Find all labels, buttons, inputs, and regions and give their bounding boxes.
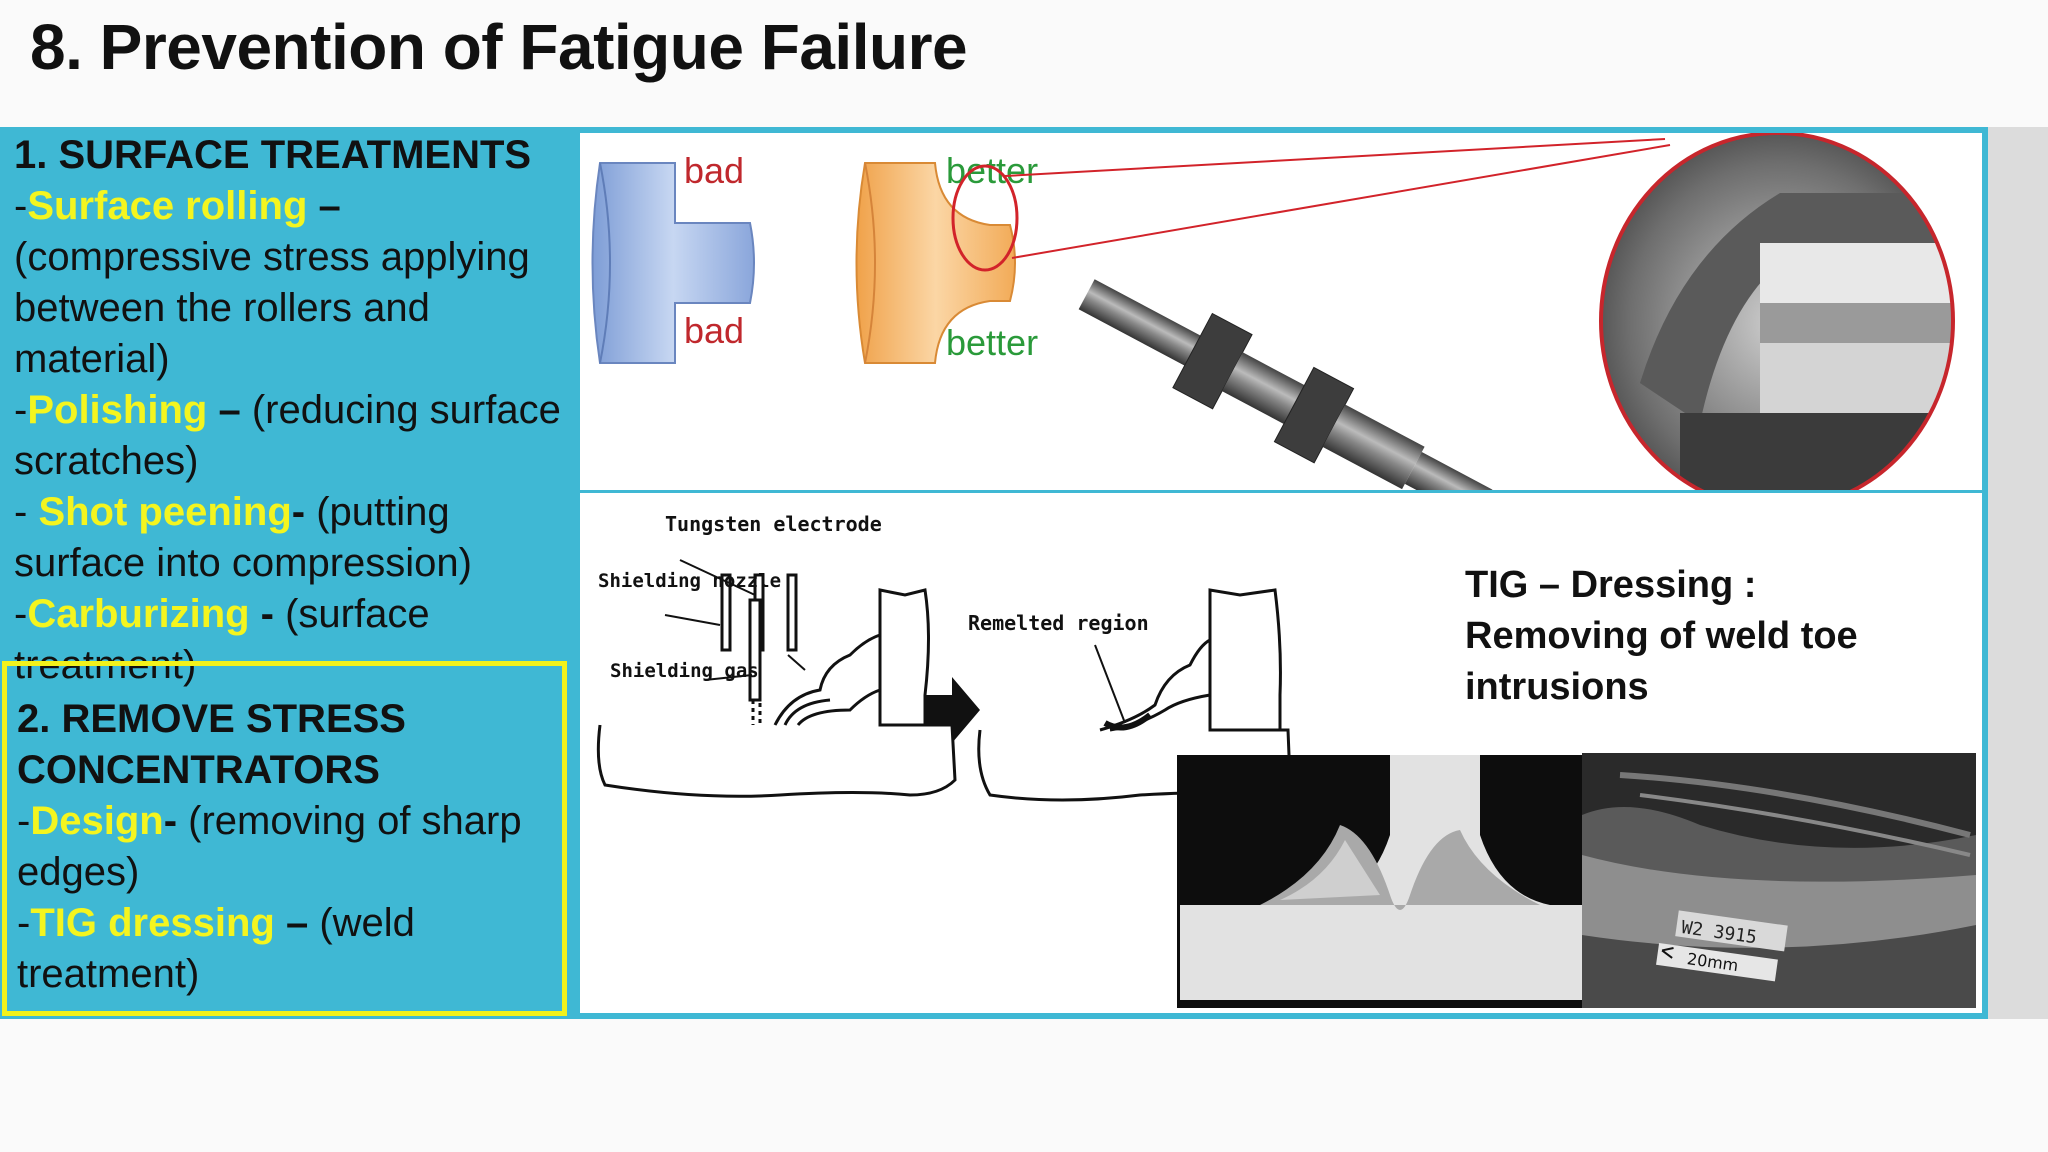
bad-label-bottom: bad (684, 310, 744, 351)
term-surface-rolling: Surface rolling (27, 184, 308, 228)
callout-line-top (1004, 138, 1666, 177)
better-label-bottom: better (946, 322, 1038, 363)
process-arrow-icon (925, 677, 980, 743)
background-strip (1986, 127, 2048, 1019)
list-item: -Polishing – (reducing surface scratches… (14, 388, 561, 483)
weld-macrosection-photo (1177, 755, 1590, 1008)
item-description: (reducing surface scratches) (14, 388, 561, 483)
surface-treatments-section: 1. SURFACE TREATMENTS -Surface rolling –… (14, 130, 574, 691)
list-item: -TIG dressing – (weld treatment) (17, 901, 415, 996)
filleted-step-shaft-diagram (855, 162, 1016, 364)
shielding-gas-label: Shielding gas (610, 660, 759, 682)
left-text-panel (0, 127, 577, 1019)
term-tig-dressing: TIG dressing (30, 901, 275, 945)
scale-left-arrow-icon (1661, 947, 1674, 959)
remove-stress-concentrators-box: 2. REMOVE STRESS CONCENTRATORS -Design- … (2, 661, 567, 1016)
list-item: - Shot peening- (putting surface into co… (14, 490, 472, 585)
callout-line-bottom (1011, 144, 1671, 259)
tungsten-electrode-label: Tungsten electrode (665, 512, 882, 536)
fillet-zoom-photo (1599, 133, 1955, 490)
list-item: -Carburizing - (surface treatment) (14, 592, 430, 687)
item-description: (compressive stress applying between the… (14, 235, 530, 381)
list-item: -Surface rolling –(compressive stress ap… (14, 184, 530, 381)
dressed-weld-toe-photo: W2 3915 20mm (1582, 753, 1976, 1008)
section-heading: 1. SURFACE TREATMENTS (14, 133, 532, 177)
bad-label-top: bad (684, 150, 744, 191)
term-carburizing: Carburizing (27, 592, 250, 636)
term-polishing: Polishing (27, 388, 208, 432)
item-description: (removing of sharp edges) (17, 799, 522, 894)
section-heading: 2. REMOVE STRESS CONCENTRATORS (17, 697, 406, 792)
tig-dressing-caption: TIG – Dressing : Removing of weld toe in… (1465, 564, 1858, 708)
item-description: (putting surface into compression) (14, 490, 472, 585)
shielding-nozzle-label: Shielding nozzle (598, 570, 781, 592)
item-description: (weld treatment) (17, 901, 415, 996)
fillet-highlight-ellipse (951, 164, 1019, 272)
term-design: Design (30, 799, 164, 843)
remelted-region-label: Remelted region (968, 611, 1149, 635)
tig-dressing-figures: Tungsten electrode Shielding nozzle Shie… (596, 512, 1976, 1008)
slide-title: 8. Prevention of Fatigue Failure (30, 11, 968, 83)
figure-divider (580, 490, 1982, 493)
crankshaft-photo (1078, 279, 1493, 490)
welding-sketch-before (596, 559, 957, 798)
sharp-step-shaft-diagram (591, 162, 755, 364)
shaft-illustrations: bad bad better better (591, 133, 1955, 490)
list-item: -Design- (removing of sharp edges) (17, 799, 522, 894)
term-shot-peening: Shot peening (38, 490, 292, 534)
